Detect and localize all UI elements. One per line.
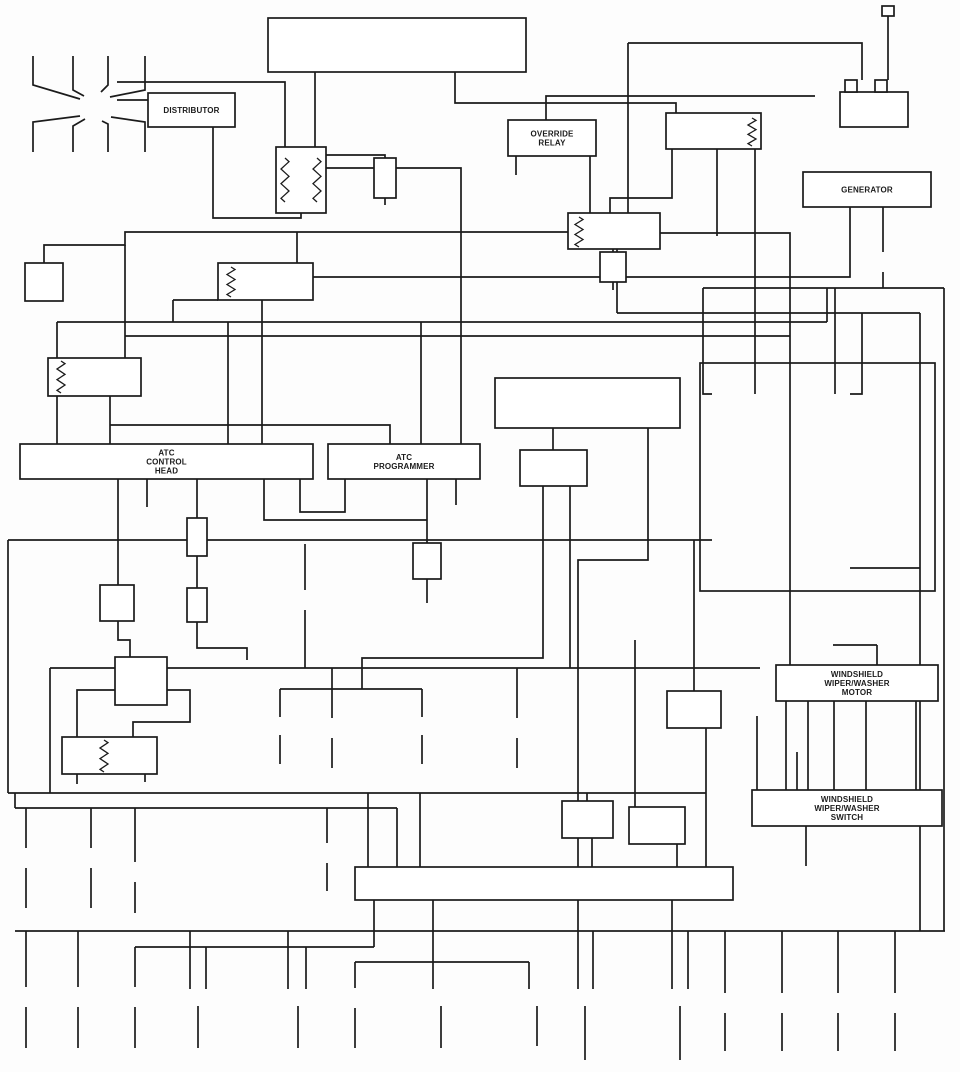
wire	[196, 622, 248, 660]
wire	[100, 56, 109, 93]
wire	[609, 149, 673, 213]
component-box-blower-motor	[412, 542, 442, 580]
wire	[454, 72, 677, 113]
component-box-ambient-sensor	[186, 587, 208, 623]
component-box-distributor	[147, 92, 236, 128]
wire	[32, 56, 81, 100]
component-box-brake-switch	[666, 690, 722, 729]
component-box-atc-in-car-sensor	[186, 517, 208, 557]
component-box-ignition-switch	[267, 17, 527, 73]
component-box-fuse-block	[699, 362, 936, 592]
wire	[850, 313, 863, 395]
component-box-battery-terminal-pos	[844, 79, 858, 93]
component-box-temperature-switch	[99, 584, 135, 622]
wire	[132, 689, 191, 737]
component-box-head-park-light-switch	[494, 377, 681, 429]
wire	[263, 479, 427, 521]
wire	[110, 424, 391, 444]
wire	[117, 621, 131, 657]
component-box-atc-programmer	[327, 443, 481, 480]
component-box-override-relay	[507, 119, 597, 157]
relay-coil	[573, 216, 585, 248]
component-box-metal-temp-switch	[24, 262, 64, 302]
component-box-battery	[839, 91, 909, 128]
wire	[299, 479, 346, 513]
wire	[43, 231, 628, 263]
component-box-headlight-dimmer-switch	[519, 449, 588, 487]
wire	[545, 95, 815, 120]
wire	[110, 116, 146, 152]
relay-coil	[312, 157, 322, 203]
wire	[101, 120, 109, 152]
wire	[326, 167, 462, 444]
wire	[702, 288, 712, 395]
component-box-seatbelt-interlock-relay	[665, 112, 762, 150]
wire	[577, 428, 649, 989]
component-box-fusible-link	[881, 5, 895, 17]
component-box-ww-switch	[751, 789, 943, 827]
component-box-battery-terminal-neg	[874, 79, 888, 93]
relay-coil	[98, 739, 110, 773]
wire	[72, 118, 86, 152]
component-label-distributor: DISTRIBUTOR	[163, 106, 219, 115]
component-box-ac-compressor-clutch	[61, 736, 158, 775]
component-box-starter-motor	[599, 251, 627, 283]
wire	[326, 154, 386, 158]
component-box-hazard-flasher	[561, 800, 614, 839]
component-box-condenser	[373, 157, 397, 199]
wire	[109, 56, 146, 98]
wire	[313, 207, 851, 278]
component-box-generator	[802, 171, 932, 208]
wire	[117, 81, 286, 147]
component-label-generator: GENERATOR	[841, 186, 893, 195]
component-box-ww-motor	[775, 664, 939, 702]
component-box-turn-flasher	[628, 806, 686, 845]
component-box-ignition-coil	[275, 146, 327, 214]
wire	[72, 56, 85, 97]
relay-coil	[280, 157, 290, 203]
component-box-atc-control-head	[19, 443, 314, 480]
wire	[628, 42, 863, 80]
relay-coil	[55, 360, 67, 394]
component-box-thermal-switch	[114, 656, 168, 706]
wire	[361, 486, 544, 689]
component-box-turn-hazard-switch	[354, 866, 734, 901]
wire	[212, 127, 302, 219]
wire	[32, 115, 81, 152]
relay-coil	[746, 117, 758, 147]
wire	[76, 689, 115, 737]
relay-coil	[225, 266, 237, 298]
wire	[660, 232, 791, 665]
